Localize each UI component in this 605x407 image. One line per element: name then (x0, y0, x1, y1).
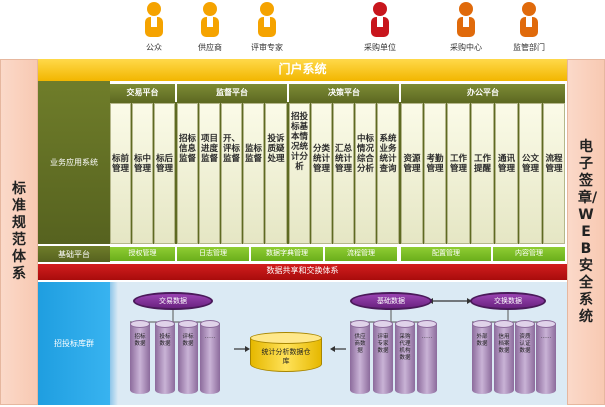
module-column: 标后管理 (154, 103, 175, 244)
module-column: 招投标基本情况统计分析 (289, 103, 310, 244)
hub-label: 统计分析数据仓库 (261, 348, 311, 365)
module-label: 系统业务统计查询 (379, 134, 397, 174)
foundation-item: 流程管理 (325, 247, 397, 261)
module-column: 系统业务统计查询 (377, 103, 399, 244)
module-label: 工作管理 (449, 154, 467, 174)
module-column: 项目进度监督 (199, 103, 220, 244)
foundation-item: 数据字典管理 (251, 247, 323, 261)
foundation-item: 日志管理 (177, 247, 249, 261)
cylinder-label: 招标数据 (134, 334, 146, 347)
role-purchaser: 采购单位 (360, 0, 400, 52)
module-column: 中标情况综合分析 (355, 103, 376, 244)
module-column: 标中管理 (132, 103, 153, 244)
security-system-panel: 电子签章/WEB安全系统 (567, 59, 605, 405)
role-label: 采购单位 (364, 43, 396, 52)
module-label: 监标监督 (244, 144, 262, 164)
module-label: 考勤管理 (426, 154, 444, 174)
module-column: 公文管理 (519, 103, 542, 244)
module-label: 标后管理 (155, 154, 173, 174)
module-label: 通讯管理 (497, 154, 515, 174)
db-group-base: 基础数据 (350, 292, 432, 310)
cylinder-label: 评审专家数据 (377, 334, 389, 354)
standards-system-label: 标准规范体系 (12, 181, 26, 282)
cylinder-label: 资质认证数据 (519, 334, 531, 354)
foundation-item: 配置管理 (401, 247, 491, 261)
module-label: 招标信息监督 (178, 134, 196, 164)
module-column: 招标信息监督 (177, 103, 198, 244)
module-column: 分类统计管理 (311, 103, 332, 244)
data-exchange-bar: 数据共享和交换体系 (38, 264, 567, 280)
module-column: 工作管理 (447, 103, 470, 244)
module-column: 汇总统计管理 (333, 103, 354, 244)
person-icon (371, 2, 389, 37)
module-label: 标中管理 (133, 154, 151, 174)
module-label: 汇总统计管理 (334, 144, 352, 174)
module-label: 中标情况综合分析 (356, 134, 374, 174)
role-label: 公众 (146, 43, 162, 52)
cylinder-label: …… (540, 334, 552, 340)
cylinder-label: 外部数据 (476, 334, 488, 347)
module-label: 工作提醒 (473, 154, 491, 174)
platform-office: 办公平台 (401, 84, 565, 102)
data-warehouse-cylinder: 统计分析数据仓库 (250, 332, 322, 372)
platform-supervision: 监督平台 (177, 84, 287, 102)
db-group-exchange: 交换数据 (470, 292, 546, 310)
person-icon (520, 2, 538, 37)
cylinder-label: 投标数据 (159, 334, 171, 347)
cylinder-label: 采购代理机构数据 (399, 334, 411, 361)
role-label: 供应商 (198, 43, 222, 52)
module-label: 分类统计管理 (312, 144, 330, 174)
security-system-label: 电子签章/WEB安全系统 (578, 138, 598, 325)
module-label: 开、评标监督 (222, 134, 240, 164)
standards-system-panel: 标准规范体系 (0, 59, 38, 405)
db-group-trade: 交易数据 (133, 292, 213, 310)
role-public: 公众 (134, 0, 174, 52)
role-label: 评审专家 (251, 43, 283, 52)
person-icon (145, 2, 163, 37)
db-cluster-label: 招投标库群 (38, 282, 110, 405)
module-column: 工作提醒 (471, 103, 494, 244)
module-column: 考勤管理 (424, 103, 446, 244)
person-icon (457, 2, 475, 37)
role-label: 监管部门 (513, 43, 545, 52)
module-label: 标前管理 (111, 154, 129, 174)
module-column: 通讯管理 (495, 103, 518, 244)
module-column: 投诉质疑处理 (265, 103, 287, 244)
cylinder-label: …… (204, 334, 216, 340)
module-column: 标前管理 (110, 103, 131, 244)
person-icon (258, 2, 276, 37)
cylinder-label: 供应商数据 (354, 334, 366, 354)
cylinder-label: 评标数据 (182, 334, 194, 347)
portal-system-bar: 门户系统 (38, 59, 567, 81)
module-column: 开、评标监督 (221, 103, 242, 244)
module-label: 投诉质疑处理 (267, 134, 285, 164)
module-column: 流程管理 (543, 103, 565, 244)
module-label: 公文管理 (521, 154, 539, 174)
module-column: 监标监督 (243, 103, 264, 244)
module-column: 资源管理 (401, 103, 423, 244)
foundation-item: 内容管理 (493, 247, 565, 261)
platform-decision: 决策平台 (289, 84, 399, 102)
cylinder-label: …… (421, 334, 433, 340)
role-label: 采购中心 (450, 43, 482, 52)
platform-trade: 交易平台 (110, 84, 175, 102)
module-label: 项目进度监督 (200, 134, 218, 164)
cylinder-label: 信用档案数据 (498, 334, 510, 354)
role-regulator: 监管部门 (509, 0, 549, 52)
role-supplier: 供应商 (190, 0, 230, 52)
module-label: 招投标基本情况统计分析 (290, 112, 308, 172)
module-label: 资源管理 (403, 154, 421, 174)
foundation-label: 基础平台 (38, 246, 110, 262)
role-expert: 评审专家 (247, 0, 287, 52)
module-label: 流程管理 (545, 154, 563, 174)
db-area-shadow (110, 282, 118, 405)
business-system-label: 业务应用系统 (38, 81, 110, 244)
foundation-item: 授权管理 (110, 247, 175, 261)
person-icon (201, 2, 219, 37)
role-center: 采购中心 (446, 0, 486, 52)
